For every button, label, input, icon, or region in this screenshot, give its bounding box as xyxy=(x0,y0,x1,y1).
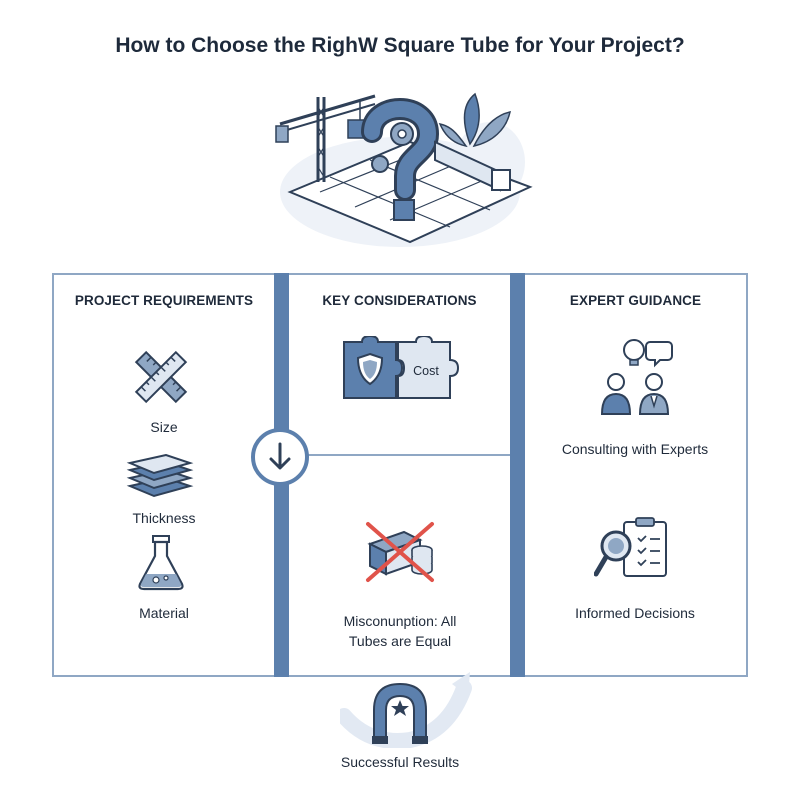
construction-question-icon xyxy=(275,92,533,247)
heading-expert-guidance: EXPERT GUIDANCE xyxy=(569,293,702,308)
experts-consulting-icon xyxy=(598,336,678,418)
label-material: Material xyxy=(139,605,189,621)
puzzle-icon xyxy=(340,336,470,402)
hero-illustration xyxy=(260,82,540,257)
right-divider-bar xyxy=(510,273,525,677)
arrow-down-circle-icon xyxy=(250,427,310,487)
ruler-cross-icon xyxy=(130,346,192,408)
puzzle-label-cost: Cost xyxy=(413,364,439,378)
heading-key-considerations: KEY CONSIDERATIONS xyxy=(322,293,477,308)
label-informed-decisions: Informed Decisions xyxy=(575,605,695,621)
stacked-sheets-icon xyxy=(126,454,194,500)
label-consulting-experts: Consulting with Experts xyxy=(561,441,709,457)
magnifier-checklist-icon xyxy=(594,516,674,582)
heading-project-requirements: PROJECT REQUIREMENTS xyxy=(74,293,254,308)
page-title: How to Choose the RighW Square Tube for … xyxy=(115,34,685,57)
label-size: Size xyxy=(150,419,178,435)
label-thickness: Thickness xyxy=(132,510,196,526)
success-arch-icon xyxy=(340,666,472,748)
content-frame xyxy=(52,273,748,677)
label-misconception: Misconunption: All Tubes are Equal xyxy=(343,613,457,649)
middle-divider xyxy=(302,454,510,456)
label-successful-results: Successful Results xyxy=(340,754,460,770)
crossed-tube-icon xyxy=(364,520,440,584)
flask-icon xyxy=(136,534,186,592)
